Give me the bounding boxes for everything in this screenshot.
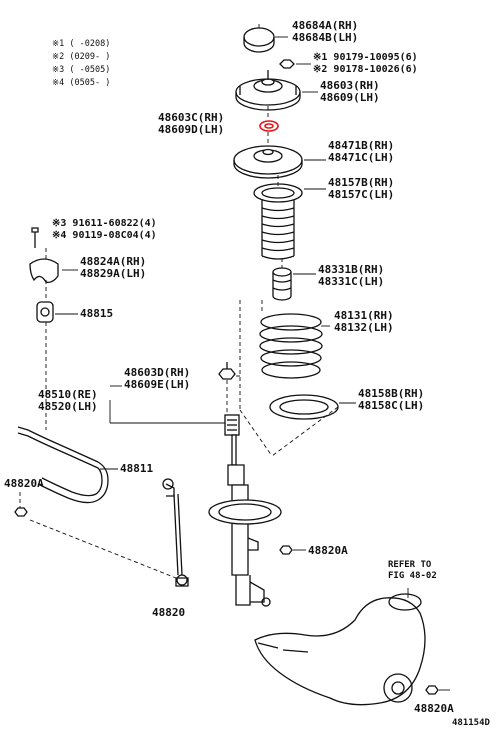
bottom-nut-shape — [425, 685, 439, 695]
label-upper-seat: 48471B(RH)48471C(LH) — [328, 139, 395, 164]
strut-nut-shape — [218, 362, 236, 380]
stabilizer-bar-shape — [17, 426, 109, 504]
label-boot: 48157B(RH)48157C(LH) — [328, 176, 395, 201]
label-stab-bolts: ※3 91611-60822(4)※4 90119-08C04(4) — [52, 218, 157, 241]
label-strut-support-sub: 48603D(RH)48609E(LH) — [124, 366, 191, 391]
label-stab-bracket: 48824A(RH)48829A(LH) — [80, 255, 147, 280]
label-support: 48603(RH)48609(LH) — [320, 79, 380, 104]
strut-shape — [208, 414, 282, 607]
dashed-lines — [19, 24, 339, 579]
note-1: ※1 ( -0208) — [52, 39, 111, 49]
label-bumper: 48331B(RH)48331C(LH) — [318, 263, 385, 288]
note-3: ※3 ( -0505) — [52, 65, 111, 75]
label-nuts-a: ※1 90179-10095(6)※2 90178-10026(6) — [313, 52, 418, 75]
mid-nut-shape — [279, 545, 293, 555]
lower-insulator-shape — [269, 394, 339, 420]
stab-bushing-shape — [36, 301, 54, 323]
knuckle-shape — [254, 593, 426, 706]
strut-support-shape — [235, 70, 301, 111]
top-nut-shape — [279, 59, 295, 69]
label-strut-assy: 48510(RE)48520(LH) — [38, 388, 98, 413]
figure-id: 481154D — [452, 718, 490, 728]
label-mount-cap: 48684A(RH)48684B(LH) — [292, 19, 359, 44]
upper-seat-shape — [233, 145, 303, 179]
spring-shape — [259, 313, 323, 379]
stab-link-shape — [162, 478, 189, 587]
label-lower-insulator: 48158B(RH)48158C(LH) — [358, 387, 425, 412]
mount-cap-shape — [243, 27, 275, 53]
boot-shape — [253, 183, 303, 260]
leader-lines — [55, 36, 450, 691]
label-spring: 48131(RH)48132(LH) — [334, 309, 394, 334]
label-nut-bottom: 48820A — [414, 702, 454, 715]
label-nut-left: 48820A — [4, 477, 44, 490]
stab-bracket-shape — [29, 258, 59, 284]
label-stabilizer-bar: 48811 — [120, 462, 154, 475]
label-stab-link: 48820 — [152, 606, 186, 619]
bumper-shape — [272, 267, 292, 301]
label-support-ring: 48603C(RH)48609D(LH) — [158, 111, 225, 136]
note-2: ※2 (0209- ) — [52, 52, 111, 62]
note-4: ※4 (0505- ) — [52, 78, 111, 88]
label-stab-bushing: 48815 — [80, 307, 114, 320]
stab-bolt-shape — [31, 227, 39, 248]
support-ring-shape — [259, 120, 279, 132]
label-nut-mid: 48820A — [308, 544, 348, 557]
left-nut-shape — [14, 507, 28, 517]
